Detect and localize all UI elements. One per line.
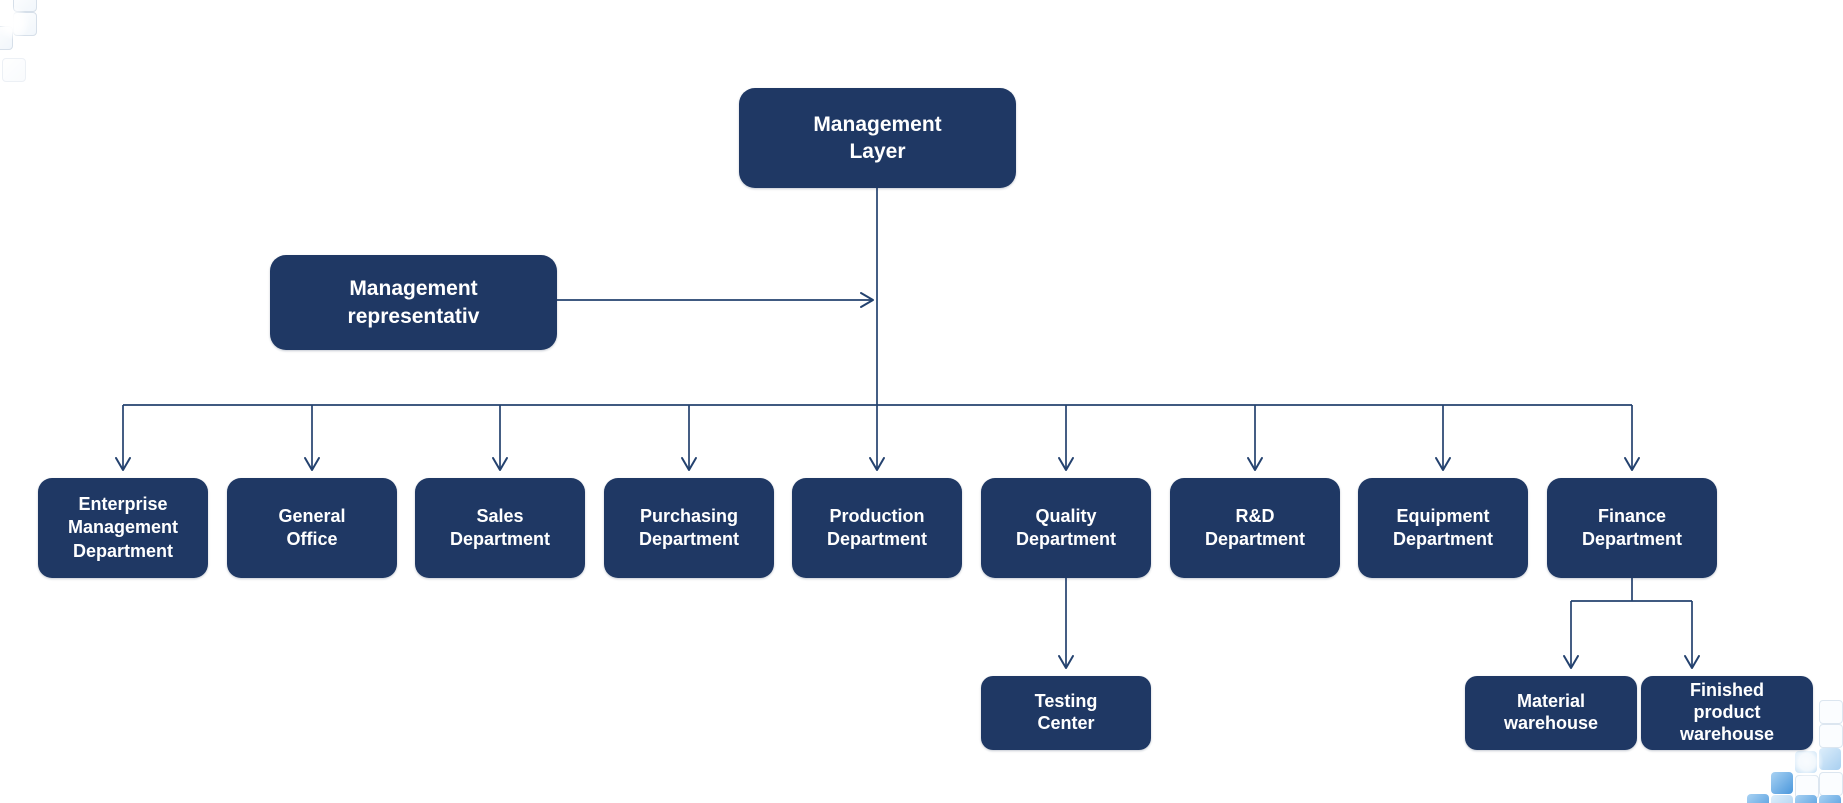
decor-tile: [1771, 772, 1793, 794]
arrowhead-down-icon: [115, 457, 131, 471]
arrowhead-down-icon: [1058, 457, 1074, 471]
arrowhead-down-icon: [1684, 655, 1700, 669]
arrowhead-down-icon: [1247, 457, 1263, 471]
node-finance-department[interactable]: Finance Department: [1547, 478, 1717, 578]
arrowhead-down-icon: [869, 457, 885, 471]
arrowhead-down-icon: [1435, 457, 1451, 471]
decor-sparkle: [1790, 745, 1824, 779]
decor-tile: [1771, 795, 1793, 803]
arrowhead-down-icon: [492, 457, 508, 471]
node-equipment-department[interactable]: Equipment Department: [1358, 478, 1528, 578]
decor-tile: [1819, 748, 1841, 770]
arrowhead-down-icon: [1563, 655, 1579, 669]
node-testing-center[interactable]: Testing Center: [981, 676, 1151, 750]
node-general-office[interactable]: General Office: [227, 478, 397, 578]
node-production-department[interactable]: Production Department: [792, 478, 962, 578]
node-purchasing-department[interactable]: Purchasing Department: [604, 478, 774, 578]
node-quality-department[interactable]: Quality Department: [981, 478, 1151, 578]
node-rd-department[interactable]: R&D Department: [1170, 478, 1340, 578]
decor-tile: [2, 58, 26, 82]
node-enterprise-management-department[interactable]: Enterprise Management Department: [38, 478, 208, 578]
node-management-representative[interactable]: Management representativ: [270, 255, 557, 350]
node-finished-product-warehouse[interactable]: Finished product warehouse: [1641, 676, 1813, 750]
decor-tile: [1819, 795, 1841, 803]
node-material-warehouse[interactable]: Material warehouse: [1465, 676, 1637, 750]
arrowhead-down-icon: [681, 457, 697, 471]
arrowhead-down-icon: [1058, 655, 1074, 669]
arrowhead-down-icon: [1624, 457, 1640, 471]
decor-tile: [1747, 794, 1769, 803]
arrowhead-down-icon: [304, 457, 320, 471]
arrowhead-right-icon: [860, 292, 874, 308]
node-management-layer[interactable]: Management Layer: [739, 88, 1016, 188]
node-sales-department[interactable]: Sales Department: [415, 478, 585, 578]
decor-tile: [1795, 795, 1817, 803]
decor-sparkle: [0, 6, 30, 40]
